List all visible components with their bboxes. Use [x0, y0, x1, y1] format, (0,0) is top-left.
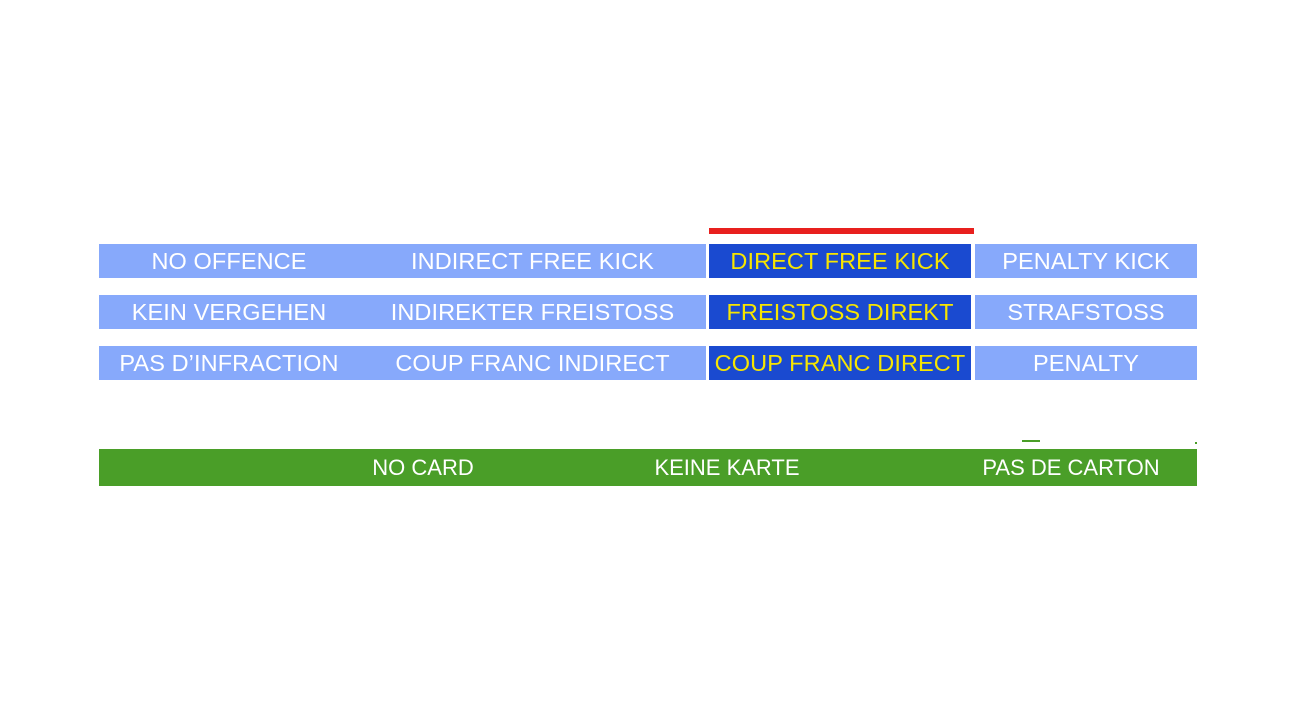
green-tick-mark	[1022, 440, 1040, 442]
matrix-cell-band-fr[interactable]: PAS D’INFRACTION COUP FRANC INDIRECT	[99, 346, 706, 380]
table-row: KEIN VERGEHEN INDIREKTER FREISTOSS FREIS…	[99, 295, 1197, 329]
card-label-pas-de-carton: PAS DE CARTON	[982, 455, 1160, 480]
matrix-cell-no-offence-fr[interactable]: PAS D’INFRACTION	[119, 350, 339, 376]
matrix-cell-direct-free-kick-de[interactable]: FREISTOSS DIREKT	[709, 295, 971, 329]
card-label-no-card: NO CARD	[372, 455, 474, 480]
matrix-cell-penalty-kick-en[interactable]: PENALTY KICK	[975, 244, 1197, 278]
card-label-keine-karte: KEINE KARTE	[654, 455, 800, 480]
matrix-cell-direct-free-kick-en[interactable]: DIRECT FREE KICK	[709, 244, 971, 278]
card-bar[interactable]: NO CARD KEINE KARTE PAS DE CARTON	[99, 449, 1197, 486]
highlight-marker-bar	[709, 228, 974, 234]
decision-matrix: NO OFFENCE INDIRECT FREE KICK DIRECT FRE…	[99, 244, 1197, 380]
card-bar-background	[99, 449, 1197, 486]
green-dot-mark	[1195, 442, 1197, 444]
matrix-cell-band-en[interactable]: NO OFFENCE INDIRECT FREE KICK	[99, 244, 706, 278]
matrix-cell-band-de[interactable]: KEIN VERGEHEN INDIREKTER FREISTOSS	[99, 295, 706, 329]
matrix-cell-indirect-free-kick-en[interactable]: INDIRECT FREE KICK	[411, 248, 654, 274]
table-row: NO OFFENCE INDIRECT FREE KICK DIRECT FRE…	[99, 244, 1197, 278]
matrix-cell-penalty-kick-fr[interactable]: PENALTY	[975, 346, 1197, 380]
matrix-cell-indirect-free-kick-fr[interactable]: COUP FRANC INDIRECT	[395, 350, 670, 376]
matrix-cell-direct-free-kick-fr[interactable]: COUP FRANC DIRECT	[709, 346, 971, 380]
matrix-cell-no-offence-de[interactable]: KEIN VERGEHEN	[131, 299, 327, 325]
matrix-cell-penalty-kick-de[interactable]: STRAFSTOSS	[975, 295, 1197, 329]
matrix-cell-no-offence-en[interactable]: NO OFFENCE	[151, 248, 307, 274]
matrix-cell-indirect-free-kick-de[interactable]: INDIREKTER FREISTOSS	[390, 299, 675, 325]
table-row: PAS D’INFRACTION COUP FRANC INDIRECT COU…	[99, 346, 1197, 380]
